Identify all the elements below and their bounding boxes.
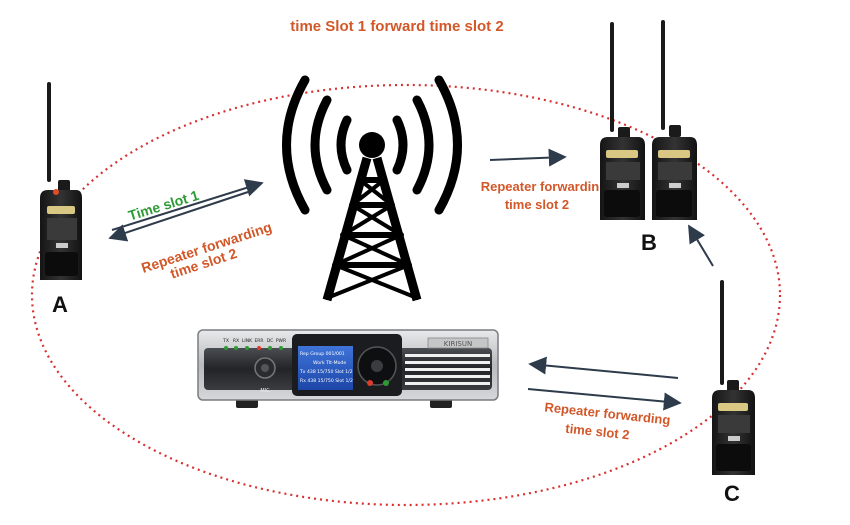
repeater-led-label-dc: DC xyxy=(267,338,274,344)
repeater-led-label-rx: RX xyxy=(233,338,239,344)
label-b-forward-line2: time slot 2 xyxy=(505,197,569,212)
diagram-title: time Slot 1 forward time slot 2 xyxy=(290,18,503,35)
lcd-line-2: Work Tlt-Mode xyxy=(313,360,346,366)
coverage-ellipse xyxy=(30,83,782,507)
handheld-radio-c xyxy=(712,280,755,475)
repeater-mic-label: MIC xyxy=(260,388,270,394)
repeater-led-label-link: LINK xyxy=(242,338,253,344)
label-c-forward-line2: time slot 2 xyxy=(565,421,631,443)
repeater-unit xyxy=(197,329,499,408)
repeater-led-label-err: ERR xyxy=(254,338,263,344)
arrow-a-to-tower xyxy=(111,179,264,231)
handheld-radio-b1 xyxy=(600,22,645,220)
handheld-radio-a xyxy=(40,82,82,280)
lcd-line-4: Rx 438 15/750 Slot 1/2 xyxy=(300,378,353,384)
label-c-forward-line1: Repeater forwarding xyxy=(544,399,671,427)
repeater-brand: KIRISUN xyxy=(444,340,472,348)
lcd-line-1: Rep Group 001/001 xyxy=(300,351,345,357)
label-b-forward-line1: Repeater forwardin xyxy=(481,179,600,194)
status-leds xyxy=(224,346,283,350)
repeater-led-label-tx: TX xyxy=(222,338,229,344)
arrow-tower-to-b xyxy=(489,148,567,167)
arrow-c-to-repeater xyxy=(528,356,679,379)
label-time-slot-1: Time slot 1 xyxy=(126,187,201,224)
node-label-c: C xyxy=(724,481,740,506)
vent-grille xyxy=(405,354,490,385)
arrow-tower-to-a xyxy=(108,191,249,242)
handheld-radio-b2 xyxy=(652,20,697,220)
arrow-c-to-b xyxy=(688,224,714,267)
radio-tower-icon xyxy=(282,75,462,302)
lcd-line-3: Tx 438 15/750 Slot 1/2 xyxy=(299,369,353,375)
node-label-b: B xyxy=(641,230,657,255)
repeater-led-label-pwr: PWR xyxy=(276,338,286,344)
arrow-repeater-to-c xyxy=(527,388,682,411)
node-label-a: A xyxy=(52,292,68,317)
